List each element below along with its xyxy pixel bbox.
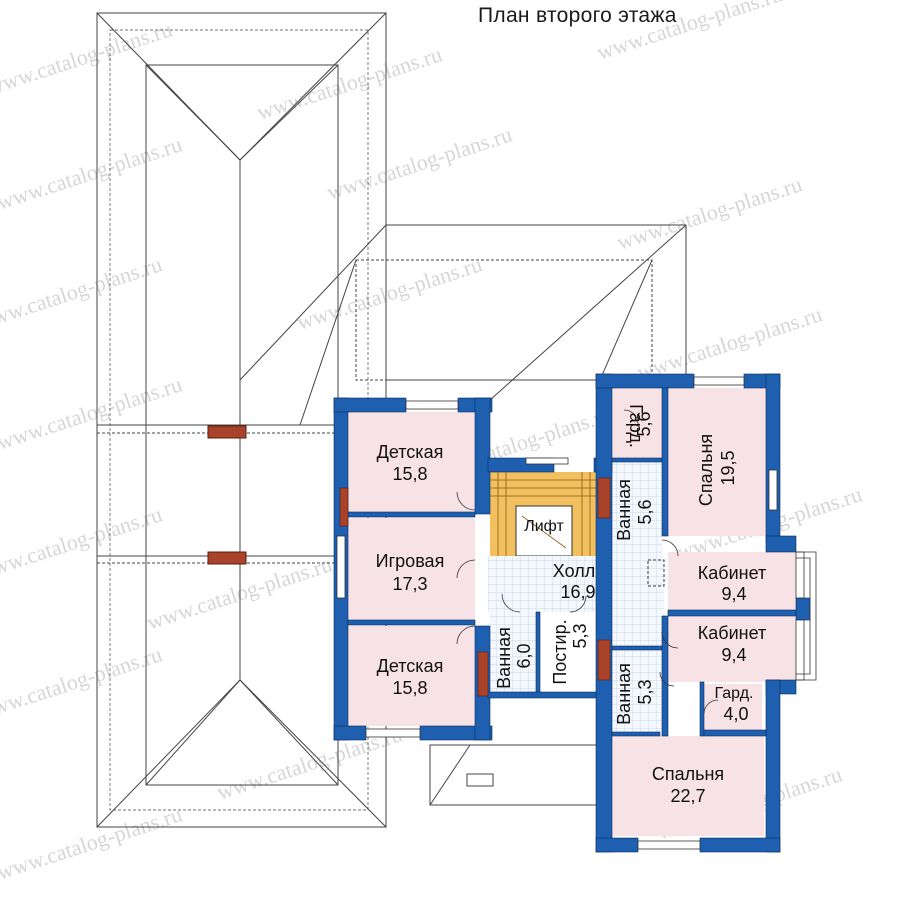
watermark: www.catalog-plans.ru [614, 171, 805, 254]
office-fill-bottom [668, 616, 796, 682]
bath-fill-right-bottom [612, 650, 662, 732]
watermark: www.catalog-plans.ru [594, 0, 785, 65]
room-area: 5,6 [635, 499, 655, 524]
watermark: www.catalog-plans.ru [0, 371, 185, 454]
room-name: Лифт [524, 518, 564, 535]
wardrobe-fill-bottom [704, 684, 762, 732]
bath-fill-left [490, 612, 536, 694]
watermark: www.catalog-plans.ru [0, 251, 165, 334]
room-fill-detskaya-top [348, 412, 475, 515]
watermark: www.catalog-plans.ru [254, 41, 445, 124]
hall-fill [488, 556, 664, 664]
lift-fill [515, 505, 573, 557]
room-name: Кабинет [698, 563, 766, 583]
laundry-fill [540, 612, 596, 694]
chimney [207, 425, 247, 439]
room-labels: Детская 15,8 Игровая 17,3 Детская 15,8 Л… [376, 404, 767, 806]
room-name: Гард. [715, 685, 754, 702]
hall-niche [647, 559, 665, 587]
doors [456, 409, 719, 715]
watermark: www.catalog-plans.ru [0, 501, 165, 584]
wardrobe-fill-top [612, 388, 662, 460]
chimney-group [207, 425, 247, 565]
room-area: 17,3 [392, 574, 427, 594]
room-name: Ванная [494, 627, 514, 689]
room-name: Ванная [614, 663, 634, 725]
fireplace [477, 651, 489, 697]
room-area: 22,7 [670, 786, 705, 806]
room-name: Спальня [652, 764, 724, 784]
fireplace [597, 639, 611, 681]
room-area: 9,4 [721, 584, 746, 604]
watermark: www.catalog-plans.ru [324, 121, 515, 204]
fireplace [339, 487, 349, 527]
room-name: Спальня [696, 434, 716, 506]
room-name: Гард. [626, 404, 646, 448]
watermark: www.catalog-plans.ru [634, 301, 825, 384]
floor-fills [348, 388, 796, 836]
room-name: Детская [377, 442, 444, 462]
room-area: 5,3 [635, 679, 655, 704]
room-name: Постир. [550, 619, 570, 684]
office-fill-top [668, 552, 796, 612]
watermark: www.catalog-plans.ru [0, 16, 175, 99]
room-name: Детская [377, 656, 444, 676]
room-area: 6,0 [514, 643, 534, 668]
fireplace-group [339, 477, 611, 697]
room-name: Кабинет [698, 623, 766, 643]
windows [336, 376, 805, 850]
room-area: 5,6 [634, 411, 654, 436]
room-area: 19,5 [718, 450, 738, 485]
watermark: www.catalog-plans.ru [0, 801, 185, 884]
bay-window [796, 551, 817, 681]
room-area: 15,8 [392, 464, 427, 484]
room-area: 5,3 [570, 623, 590, 648]
room-name: Ванная [614, 479, 634, 541]
bedroom-fill-top [668, 388, 766, 536]
room-name: Игровая [376, 551, 445, 571]
room-area: 16,9 [560, 582, 595, 602]
plan-title: План второго этажа [478, 4, 677, 27]
room-fill-igrovaya [348, 518, 475, 622]
room-fill-detskaya-bottom [348, 626, 475, 726]
watermark: www.catalog-plans.ru [0, 131, 185, 214]
chimney [207, 551, 247, 565]
room-name: Холл [553, 561, 595, 581]
fireplace [597, 477, 611, 519]
bath-fill-right-top [612, 462, 662, 556]
room-area: 15,8 [392, 678, 427, 698]
watermark: www.catalog-plans.ru [0, 641, 165, 724]
room-area: 4,0 [723, 704, 748, 724]
bedroom-fill-bottom [612, 736, 764, 836]
stairs [490, 472, 598, 556]
room-area: 9,4 [721, 645, 746, 665]
